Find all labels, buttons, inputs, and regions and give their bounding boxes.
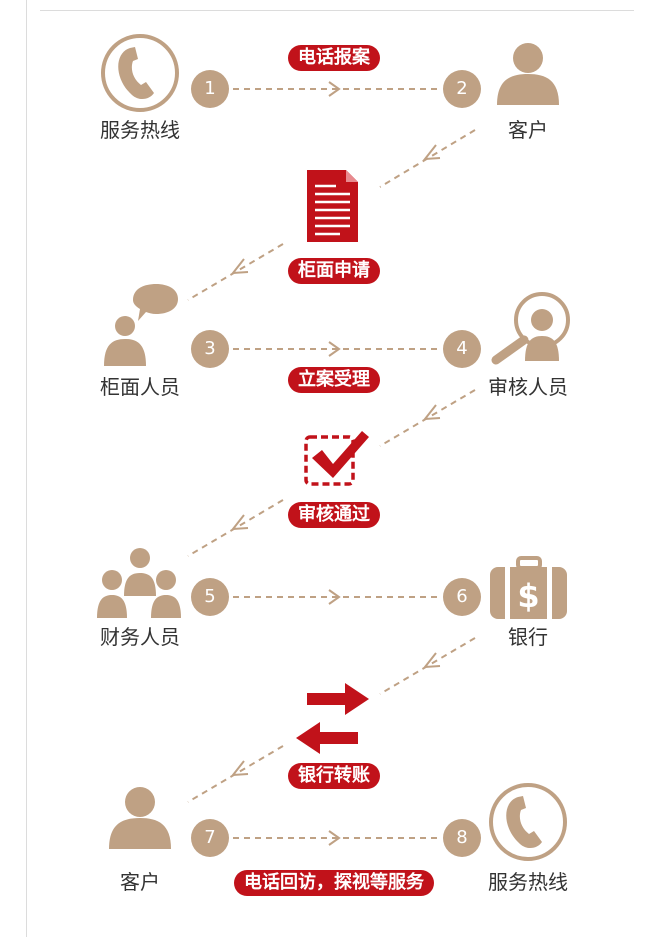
dashed-arrow-right	[233, 341, 442, 357]
dashed-arrow-diagonal	[187, 499, 284, 557]
person-icon	[497, 43, 559, 105]
dashed-arrow-diagonal	[187, 243, 284, 301]
step-number: 3	[191, 330, 229, 368]
action-badge: 柜面申请	[288, 258, 380, 284]
step-number: 6	[443, 578, 481, 616]
node-label: 服务热线	[100, 118, 180, 142]
step-number: 2	[443, 70, 481, 108]
node-label: 柜面人员	[100, 375, 180, 399]
step-number: 7	[191, 819, 229, 857]
money-bag-icon: $	[490, 556, 567, 619]
dashed-arrow-diagonal	[187, 745, 284, 803]
phone-icon	[101, 34, 179, 112]
step-number: 8	[443, 819, 481, 857]
svg-text:$: $	[517, 577, 539, 615]
exchange-arrows-icon	[296, 683, 369, 754]
action-badge: 电话报案	[288, 45, 380, 71]
dashed-arrow-right	[233, 830, 442, 846]
speech-person-icon	[104, 284, 178, 366]
node-label: 审核人员	[488, 375, 568, 399]
phone-icon	[489, 783, 567, 861]
node-label: 客户	[508, 118, 548, 142]
dashed-arrow-right	[233, 81, 442, 97]
top-divider	[40, 10, 634, 11]
node-label: 银行	[508, 625, 548, 649]
node-label: 客户	[120, 870, 160, 894]
node-label: 服务热线	[488, 870, 568, 894]
dashed-arrow-diagonal	[379, 129, 476, 188]
magnifier-person-icon	[491, 292, 570, 365]
action-badge: 银行转账	[288, 763, 380, 789]
action-badge: 电话回访，探视等服务	[234, 870, 434, 896]
action-badge: 立案受理	[288, 367, 380, 393]
node-label: 财务人员	[100, 625, 180, 649]
person-icon	[109, 787, 171, 849]
step-number: 1	[191, 70, 229, 108]
document-icon	[307, 170, 358, 242]
checkbox-icon	[304, 431, 369, 486]
dashed-arrow-diagonal	[379, 389, 476, 447]
left-border	[26, 0, 27, 937]
dashed-arrow-diagonal	[379, 637, 476, 695]
dashed-arrow-right	[233, 589, 442, 605]
action-badge: 审核通过	[288, 502, 380, 528]
step-number: 4	[443, 330, 481, 368]
step-number: 5	[191, 578, 229, 616]
team-icon	[97, 548, 181, 618]
